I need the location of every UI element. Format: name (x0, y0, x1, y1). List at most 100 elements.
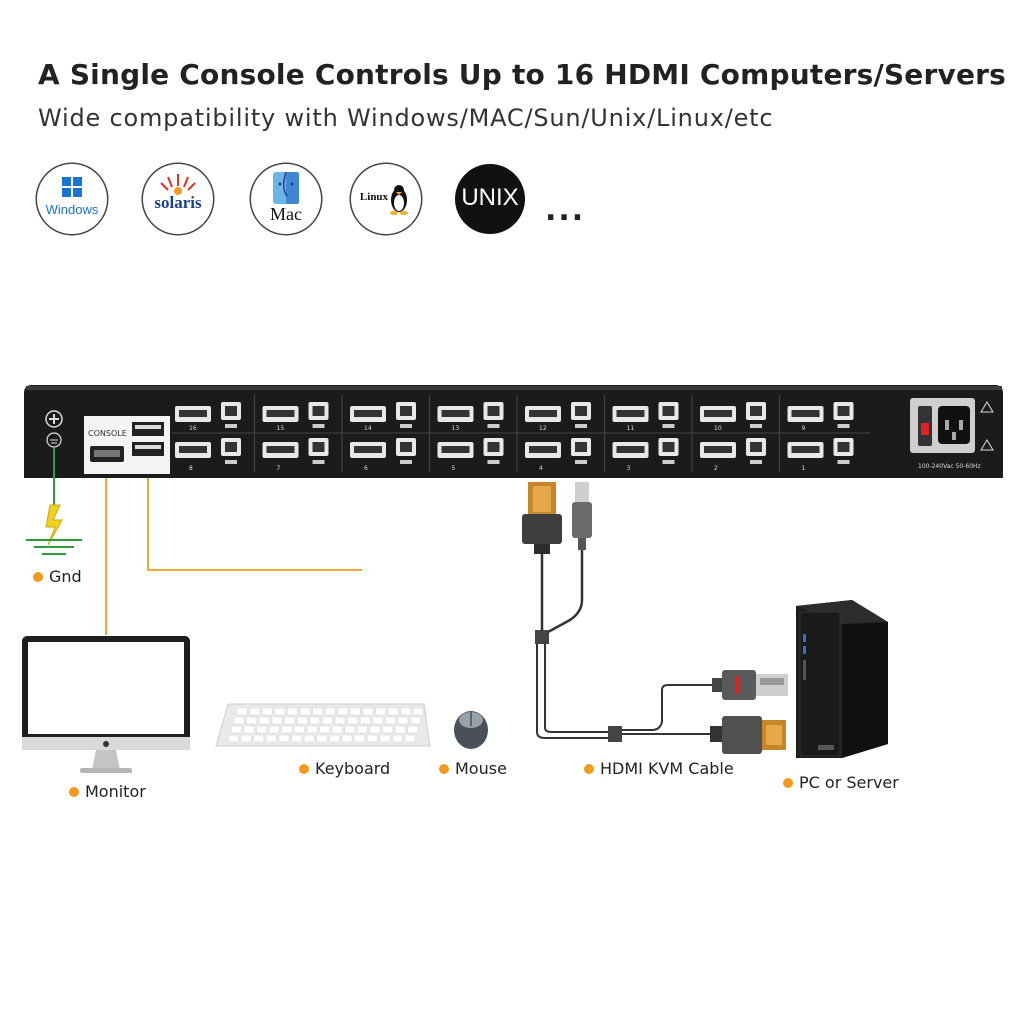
keyboard-key (362, 707, 374, 716)
port-number-label: 16 (189, 425, 197, 432)
keyboard-key (359, 716, 371, 725)
monitor (22, 636, 190, 773)
usb-icon (400, 460, 412, 464)
warning-icon-2 (980, 439, 994, 451)
keyboard-key (404, 734, 416, 743)
keyboard-key (413, 707, 424, 716)
page-subtitle: Wide compatibility with Windows/MAC/Sun/… (38, 104, 774, 132)
keyboard-key (306, 725, 318, 734)
port-number-label: 14 (364, 425, 372, 432)
keyboard-key (274, 707, 286, 716)
keyboard-key (259, 716, 270, 725)
port-group-4: 4 (525, 438, 591, 472)
port-group-12: 12 (525, 402, 591, 432)
keyboard-key (240, 734, 252, 743)
more-ellipsis: ... (545, 193, 586, 228)
keyboard-key (372, 716, 384, 725)
keyboard-key (246, 716, 258, 725)
keyboard-key (243, 725, 255, 734)
port-group-14: 14 (350, 402, 416, 432)
usb-icon (225, 460, 237, 464)
port-number-label: 2 (714, 465, 718, 472)
cable-usb-b-plug (575, 482, 589, 502)
keyboard-key (385, 716, 396, 725)
port-group-7: 7 (262, 438, 329, 472)
keyboard-key (382, 725, 393, 734)
windows-label: Windows (45, 202, 99, 217)
port-number-label: 6 (364, 465, 368, 472)
ground-symbol-icon (46, 432, 62, 448)
mouse (454, 711, 488, 749)
keyboard-key (322, 716, 333, 725)
monitor-bullet-icon (69, 786, 79, 797)
keyboard-key (400, 707, 412, 716)
usb-icon (225, 424, 237, 428)
port-number-label: 10 (714, 425, 722, 432)
port-number-label: 5 (452, 465, 456, 472)
usb-icon (487, 460, 500, 464)
usb-icon (575, 460, 587, 464)
port-number-label: 11 (627, 425, 635, 432)
usb-icon (400, 424, 412, 428)
keyboard-key (291, 734, 302, 743)
mac-label: Mac (270, 204, 302, 224)
keyboard-key (397, 716, 409, 725)
warning-icon (980, 401, 994, 413)
keyboard-key (354, 734, 365, 743)
port-group-13: 13 (437, 402, 504, 432)
solaris-logo: solaris (143, 164, 213, 234)
power-spec: 100-240Vac 50-60Hz (918, 463, 981, 470)
port-number-label: 13 (452, 425, 460, 432)
port-group-10: 10 (700, 402, 766, 432)
usb-icon (487, 424, 500, 428)
cable-hdmi-male-plug (722, 716, 762, 754)
keyboard-key (266, 734, 277, 743)
keyboard-key (312, 707, 323, 716)
keyboard-key (344, 725, 356, 734)
windows-logo: Windows (37, 164, 107, 234)
console-label: CONSOLE (88, 429, 127, 438)
keyboard-key (281, 725, 293, 734)
keyboard-key (379, 734, 391, 743)
mouse-bullet-icon (439, 763, 449, 774)
keyboard-key (294, 725, 305, 734)
keyboard-bullet-icon (299, 763, 309, 774)
keyboard-key (296, 716, 308, 725)
port-group-1: 1 (787, 438, 854, 472)
keyboard-key (394, 725, 406, 734)
port-number-label: 1 (802, 465, 806, 472)
usb-icon (312, 424, 325, 428)
port-group-15: 15 (262, 402, 329, 432)
keyboard-key (329, 734, 340, 743)
usb-icon (662, 424, 675, 428)
keyboard-key (375, 707, 386, 716)
keyboard-key (228, 734, 239, 743)
solaris-label: solaris (154, 193, 202, 212)
keyboard-key (407, 725, 419, 734)
port-group-8: 8 (175, 438, 241, 472)
port-number-label: 7 (277, 465, 281, 472)
keyboard-key (299, 707, 311, 716)
keyboard-key (316, 734, 328, 743)
keyboard-key (253, 734, 265, 743)
keyboard-key (347, 716, 358, 725)
keyboard-key (268, 725, 280, 734)
keyboard-key (366, 734, 378, 743)
pc-label: PC or Server (783, 773, 899, 792)
keyboard-key (337, 707, 349, 716)
keyboard-key (369, 725, 381, 734)
hdmi-kvm-cable (522, 482, 788, 754)
gnd-label: Gnd (33, 567, 82, 586)
pc-tower (796, 600, 888, 758)
port-group-9: 9 (787, 402, 854, 432)
keyboard-key (324, 707, 336, 716)
keyboard-key (278, 734, 290, 743)
keyboard-key (236, 707, 248, 716)
unix-logo: UNIX (455, 164, 525, 234)
usb-icon (312, 460, 325, 464)
port-number-label: 4 (539, 465, 543, 472)
usb-icon (662, 460, 675, 464)
keyboard-key (357, 725, 368, 734)
keyboard-key (410, 716, 421, 725)
